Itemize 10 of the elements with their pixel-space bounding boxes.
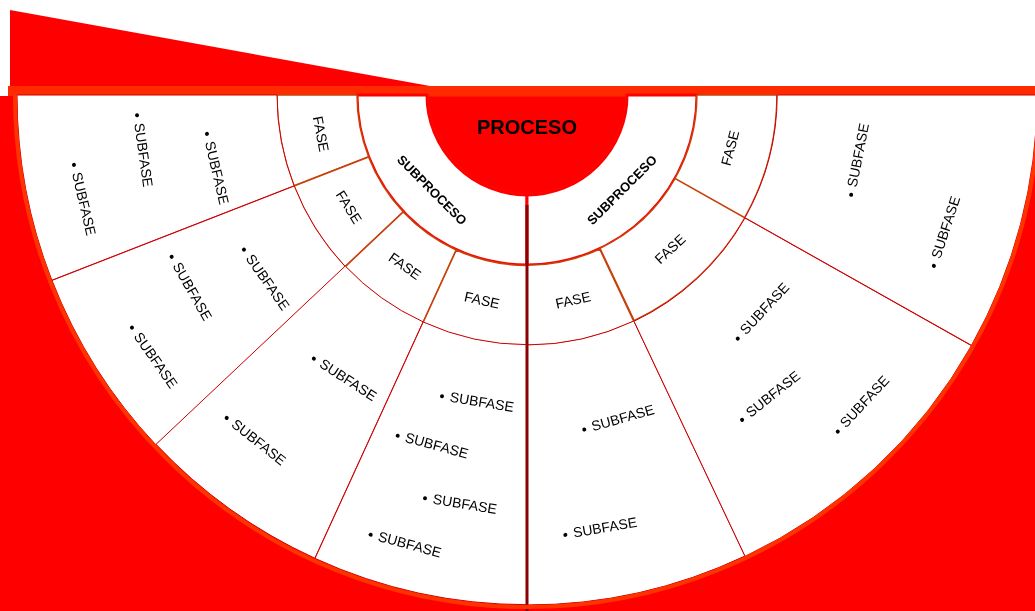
phase-label: FASE: [717, 128, 743, 168]
subphase-label: SUBFASE: [431, 490, 498, 517]
phase-label: FASE: [309, 114, 332, 153]
phase-label: FASE: [553, 288, 593, 312]
process-title: PROCESO: [477, 116, 577, 138]
subphase-label: SUBFASE: [572, 513, 639, 540]
phase-label: FASE: [463, 288, 502, 312]
subphase-label: SUBFASE: [448, 389, 515, 416]
subphase-label: SUBFASE: [843, 122, 872, 189]
subphase-label: SUBFASE: [131, 121, 157, 188]
